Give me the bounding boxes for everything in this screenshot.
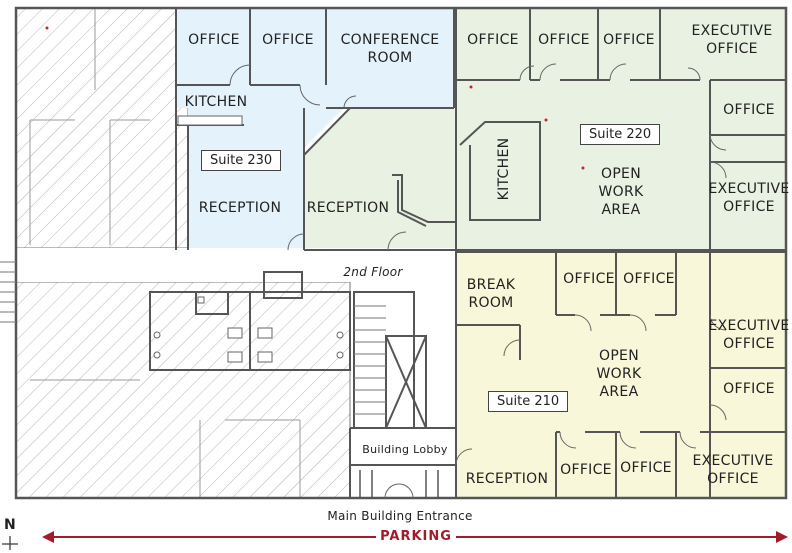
room-label-s220-open: OPEN WORK AREA	[598, 166, 644, 218]
room-label-s230-conference: CONFERENCE ROOM	[340, 32, 440, 66]
room-label-s210-reception: RECEPTION	[465, 471, 549, 487]
suite-230-area-lower	[188, 108, 304, 252]
main-entrance-label: Main Building Entrance	[327, 509, 473, 523]
room-label-s220-exec-1: EXECUTIVE OFFICE	[691, 23, 773, 57]
compass-label: N	[3, 517, 17, 533]
parking-arrow	[42, 531, 788, 543]
suite-230-badge: Suite 230	[201, 150, 282, 171]
room-label-s230-office-1: OFFICE	[188, 32, 240, 48]
door-swings	[229, 63, 727, 499]
room-label-s210-office-1: OFFICE	[563, 271, 615, 287]
walls	[149, 8, 786, 498]
hatched-area-south-west	[15, 281, 351, 499]
room-label-s220-kitchen: KITCHEN	[496, 137, 512, 201]
suite-220-badge: Suite 220	[580, 124, 661, 145]
red-markers	[45, 26, 585, 170]
room-label-s210-office-2: OFFICE	[623, 271, 675, 287]
west-stairs	[0, 261, 16, 323]
room-label-s230-office-2: OFFICE	[262, 32, 314, 48]
suite-210-badge: Suite 210	[488, 391, 569, 412]
entrance-doors	[359, 470, 439, 498]
room-label-s210-break: BREAK ROOM	[466, 277, 516, 311]
room-label-s210-exec-1: EXECUTIVE OFFICE	[708, 318, 790, 352]
room-label-s210-office-4: OFFICE	[560, 462, 612, 478]
restroom-fixtures	[153, 296, 344, 363]
suite-230-area-wedge	[304, 108, 344, 148]
stair-treads	[354, 305, 386, 415]
room-label-s210-office-3: OFFICE	[723, 381, 775, 397]
suite-210-area	[456, 252, 786, 498]
hatched-area-inner-walls	[29, 8, 301, 498]
room-label-s220-office-3: OFFICE	[603, 32, 655, 48]
parking-label: PARKING	[380, 529, 452, 544]
kitchen-counter	[177, 115, 243, 126]
room-label-s230-kitchen: KITCHEN	[184, 94, 248, 110]
hatched-area-north-west	[15, 7, 189, 249]
room-label-s220-office-1: OFFICE	[467, 32, 519, 48]
room-label-s210-exec-2: EXECUTIVE OFFICE	[692, 453, 774, 487]
room-label-s230-reception: RECEPTION	[198, 200, 282, 216]
north-arrow-icon	[2, 536, 18, 550]
room-label-s220-office-4: OFFICE	[723, 102, 775, 118]
room-label-s220-reception: RECEPTION	[306, 200, 390, 216]
room-label-s210-open: OPEN WORK AREA	[596, 348, 642, 400]
floor-label: 2nd Floor	[343, 265, 403, 279]
room-label-s220-office-2: OFFICE	[538, 32, 590, 48]
suite-230-area	[176, 8, 454, 108]
corridor	[16, 248, 456, 282]
building-lobby-label: Building Lobby	[362, 443, 448, 456]
room-label-s220-exec-2: EXECUTIVE OFFICE	[708, 181, 790, 215]
suite-220-area	[304, 8, 786, 252]
room-label-s210-office-5: OFFICE	[620, 460, 672, 476]
